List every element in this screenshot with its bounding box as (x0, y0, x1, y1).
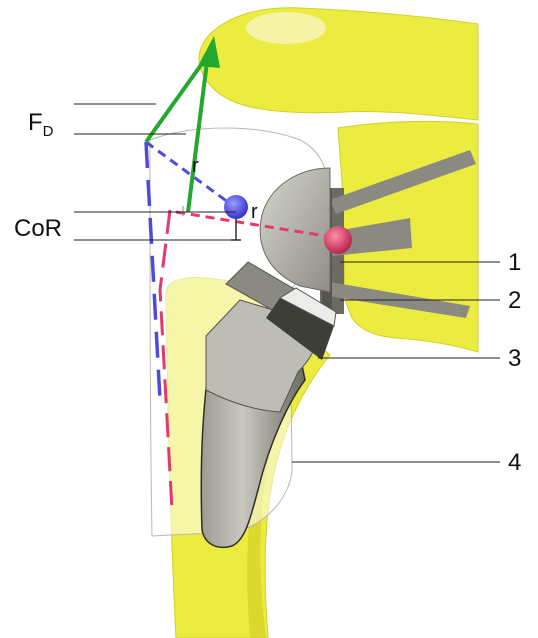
label-1: 1 (508, 249, 521, 276)
acromion-highlight (246, 12, 326, 44)
prosthetic-cor-sphere (324, 226, 352, 254)
label-radius-lower: r (251, 201, 258, 223)
label-force: FD (28, 109, 54, 140)
label-radius-upper: r (192, 155, 199, 177)
acromion-bone (199, 8, 478, 120)
label-4: 4 (508, 449, 521, 476)
label-force-sub: D (43, 123, 54, 140)
label-2: 2 (508, 287, 521, 314)
native-cor-sphere (224, 195, 248, 219)
label-3: 3 (508, 345, 521, 372)
label-force-main: F (28, 109, 43, 136)
label-cor: CoR (14, 215, 62, 242)
